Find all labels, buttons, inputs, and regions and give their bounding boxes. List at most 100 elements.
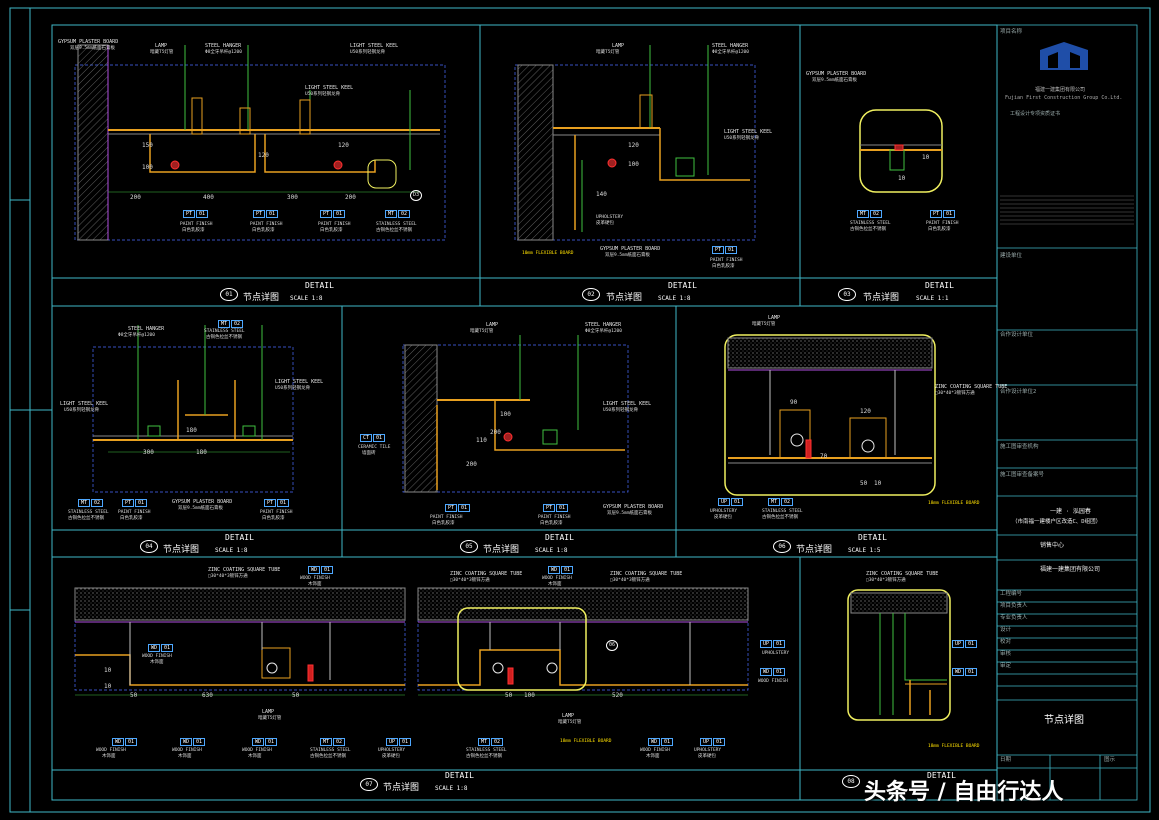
detail-04-scale: SCALE 1:8 (215, 547, 248, 554)
d2-uph: UPHOLSTERY (596, 215, 624, 220)
title-block-hatch (1000, 195, 1134, 225)
detail-03-cn: 节点详图 (863, 293, 900, 303)
detail-01-number: 01 (220, 288, 238, 301)
d1-paint3: PAINT FINISH (318, 222, 351, 227)
d8-zinc-label: ZINC COATING SQUARE TUBE (866, 571, 939, 577)
d7b-stainless: STAINLESS STEEL (466, 748, 507, 753)
d1-dim-200b: 200 (345, 194, 356, 201)
d5-dim-200b: 200 (490, 429, 501, 436)
d3-gypsum-cn: 双层9.5mm纸面石膏板 (812, 78, 858, 83)
d7-dim-10b: 10 (104, 683, 112, 690)
d7b-zinc-cn: □30*40*3镀锌方通 (450, 578, 490, 583)
detail-02-cn: 节点详图 (606, 293, 643, 303)
d5-lamp-cn: 暗藏T5灯管 (470, 329, 494, 334)
d6-dim-70: 70 (820, 453, 828, 460)
d3-stainless: STAINLESS STEEL (850, 221, 891, 226)
d4-paint: PAINT FINISH (118, 510, 151, 515)
d7b-wood: WOOD FINISH (640, 748, 670, 753)
tb-row-4: 校对 (1000, 639, 1012, 645)
d1-gypsum-cn: 双层9.5mm纸面石膏板 (70, 46, 116, 51)
detail-08-number: 08 (842, 775, 860, 788)
detail-05-en: DETAIL (545, 533, 574, 542)
tb-row-1: 项目负责人 (1000, 603, 1028, 609)
d5-dim-200: 200 (466, 461, 477, 468)
tb-label-4: 合作设计单位2 (1000, 389, 1037, 395)
d4-dim-180b: 180 (186, 427, 197, 434)
d7-wood2-cn: 木饰面 (178, 754, 192, 759)
d4-keel-r: LIGHT STEEL KEEL (275, 379, 324, 385)
detail-03-scale: SCALE 1:1 (916, 295, 949, 302)
detail-07-drawing (74, 587, 749, 696)
d5-lamp-label: LAMP (486, 322, 499, 328)
d4-stainless-top: STAINLESS STEEL (204, 329, 245, 334)
d5-keel-label: LIGHT STEEL KEEL (603, 401, 652, 407)
detail-05-number: 05 (460, 540, 478, 553)
tb-cert: 工程设计专项资质证书 (1010, 111, 1061, 117)
d7-stainless: STAINLESS STEEL (310, 748, 351, 753)
d7b-uph-r: UPHOLSTERY (762, 651, 790, 656)
d1-lamp-label: LAMP (155, 43, 168, 49)
sheet-frame (9, 7, 1151, 813)
d4-hanger-cn: Φ8全牙吊杆@1200 (118, 333, 155, 338)
d1-gypsum-label: GYPSUM PLASTER BOARD (58, 39, 119, 45)
d7-wood2: WOOD FINISH (172, 748, 202, 753)
d6-uph-cn: 皮革硬包 (714, 515, 732, 520)
d1-lamp-cn: 暗藏T5灯管 (150, 50, 174, 55)
tb-label-5: 施工图审查机构 (1000, 444, 1039, 450)
d2-uph-cn: 皮革硬包 (596, 221, 614, 226)
d1-paint3-cn: 白色乳胶漆 (320, 228, 343, 233)
detail-05-scale: SCALE 1:8 (535, 547, 568, 554)
d2-keel-label: LIGHT STEEL KEEL (724, 129, 773, 135)
detail-05-cn: 节点详图 (483, 545, 520, 555)
company-logo (1040, 42, 1088, 70)
d7-wood-mid-cn: 木饰面 (150, 660, 164, 665)
tb-sub-project: 销售中心 (1040, 542, 1065, 549)
d2-dim-120: 120 (628, 142, 639, 149)
detail-03-number: 03 (838, 288, 856, 301)
d4-paint2-cn: 白色乳胶漆 (262, 516, 285, 521)
d5-dim-110: 110 (476, 437, 487, 444)
tb-owner: 福建一建集团有限公司 (1040, 566, 1101, 573)
d1-paint2: PAINT FINISH (250, 222, 283, 227)
d8-board-label: 18mm FLEXIBLE BOARD (928, 744, 980, 749)
detail-07-scale: SCALE 1:8 (435, 785, 468, 792)
d1-dim-100: 100 (142, 164, 153, 171)
d1-dim-120: 120 (338, 142, 349, 149)
d4-dim-300: 300 (143, 449, 154, 456)
d8-zinc-cn: □30*40*3镀锌方通 (866, 578, 906, 583)
tb-label-2: 建设单位 (1000, 253, 1023, 259)
d3-dim-10: 10 (898, 175, 906, 182)
detail-02-en: DETAIL (668, 281, 697, 290)
d7b-zinc2-cn: □30*40*3镀锌方通 (610, 578, 650, 583)
d1-dim-400: 400 (203, 194, 214, 201)
d2-gypsum-cn: 双层9.5mm纸面石膏板 (605, 253, 651, 258)
detail-04-drawing (92, 325, 294, 493)
d7-wood-top: WOOD FINISH (300, 576, 330, 581)
d7-lamp-label: LAMP (262, 709, 275, 715)
d1-hanger-cn: Φ8全牙吊杆@1200 (205, 50, 242, 55)
d1-hanger-label: STEEL HANGER (205, 43, 242, 49)
d7b-zinc-label: ZINC COATING SQUARE TUBE (450, 571, 523, 577)
detail-06-number: 06 (773, 540, 791, 553)
d4-gypsum-cn: 双层9.5mm纸面石膏板 (178, 506, 224, 511)
d1-paint1: PAINT FINISH (180, 222, 213, 227)
d7-wood3: WOOD FINISH (242, 748, 272, 753)
detail-06-en: DETAIL (858, 533, 887, 542)
detail-06-cn: 节点详图 (796, 545, 833, 555)
d2-lamp-cn: 暗藏T5灯管 (596, 50, 620, 55)
